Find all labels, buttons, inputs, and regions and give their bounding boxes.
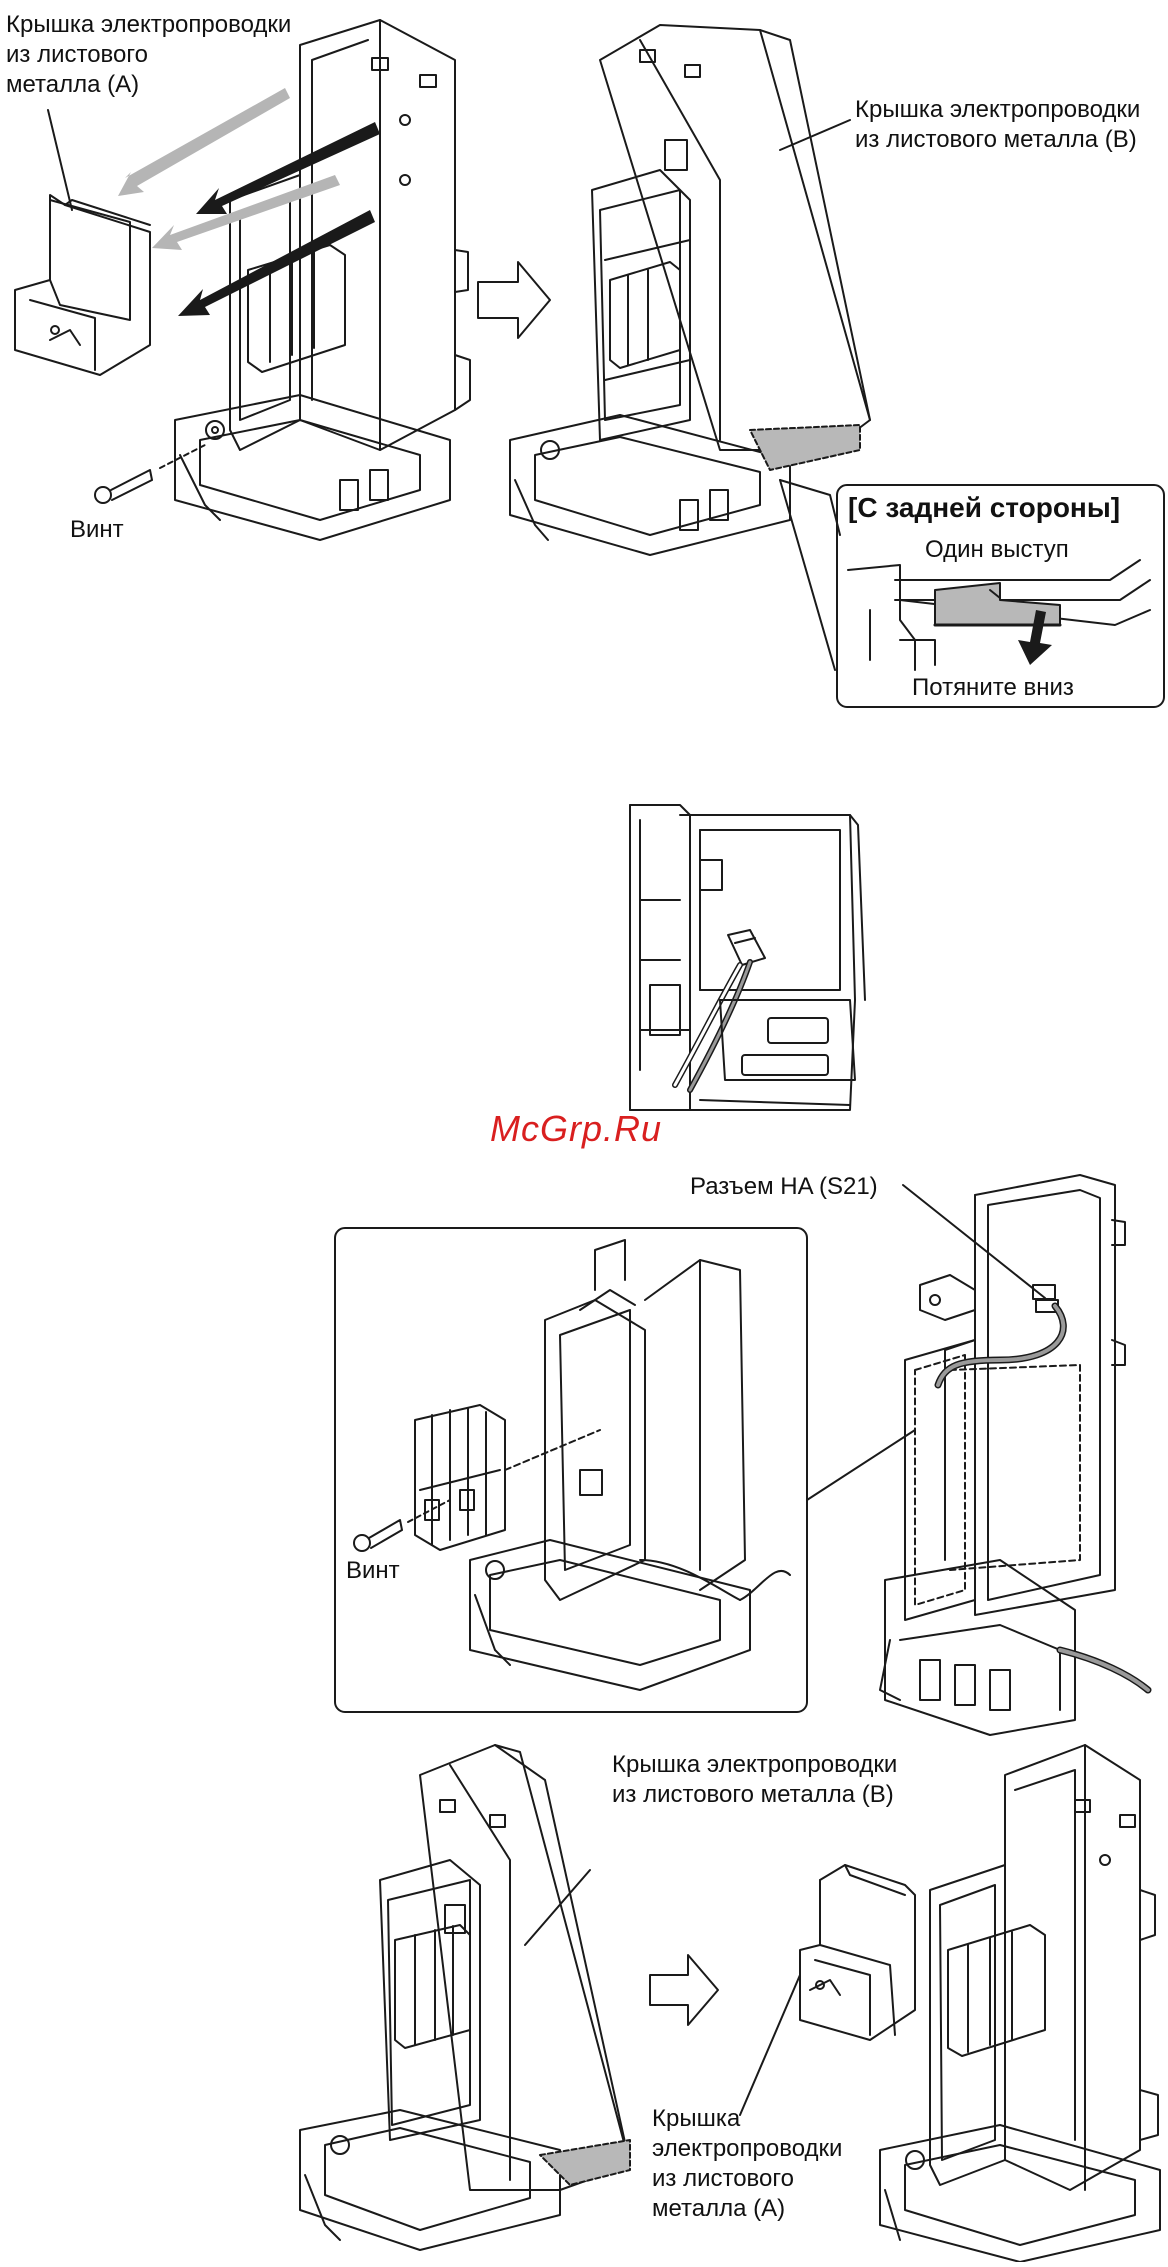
unit-bottom-right <box>880 1745 1160 2262</box>
callout-connector-2 <box>780 480 835 670</box>
screw-drawing-mid <box>354 1500 450 1551</box>
unit-bottom-left <box>300 1745 630 2250</box>
watermark: McGrp.Ru <box>490 1108 662 1150</box>
label-cover-b-top: Крышка электропроводки из листового мета… <box>855 95 1140 155</box>
step-arrow-1 <box>478 262 550 338</box>
removal-arrows <box>118 88 380 316</box>
label-cover-b-bottom: Крышка электропроводки из листового мета… <box>612 1750 897 1810</box>
leader-cover-a-bottom <box>740 1975 800 2115</box>
cover-a-drawing-bottom <box>800 1865 915 2040</box>
step-arrow-2 <box>650 1955 718 2025</box>
zoom-line-lower <box>807 1450 915 1690</box>
unit-connector-view <box>630 805 865 1110</box>
terminal-block-drawing <box>415 1405 600 1550</box>
detail-inset-box <box>335 1228 807 1712</box>
label-screw-mid: Винт <box>346 1556 400 1586</box>
cover-a-drawing-top <box>15 195 150 375</box>
back-side-detail <box>848 560 1150 670</box>
label-connector-ha: Разъем HA (S21) <box>690 1172 878 1202</box>
label-cover-a-top: Крышка электропроводки из листового мета… <box>6 10 291 100</box>
zoom-line-upper <box>807 1430 915 1500</box>
label-back-side: [С задней стороны] <box>848 493 1120 523</box>
label-cover-a-bottom: Крышка электропроводки из листового мета… <box>652 2104 842 2224</box>
label-screw-top: Винт <box>70 515 124 545</box>
label-pull-down: Потяните вниз <box>912 673 1074 703</box>
unit-top-right <box>510 25 870 555</box>
unit-connector-ha <box>880 1175 1148 1735</box>
label-one-tab: Один выступ <box>925 535 1069 565</box>
